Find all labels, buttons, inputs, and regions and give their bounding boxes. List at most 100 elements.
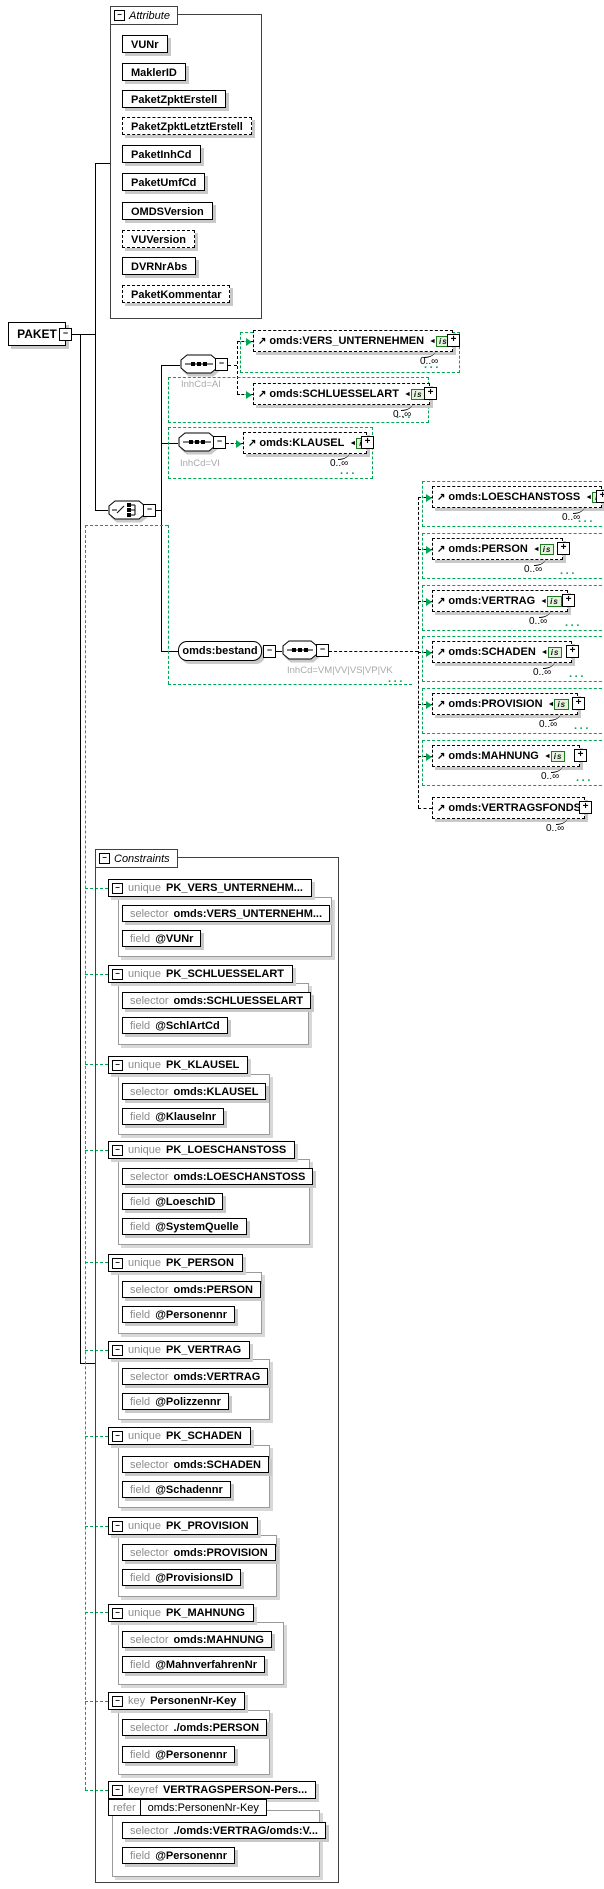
constraint-field[interactable]: field @LoeschID xyxy=(122,1193,224,1210)
sequence-connector-icon[interactable] xyxy=(178,432,216,452)
constraints-label-text: Constraints xyxy=(114,852,170,865)
constraint-refer-row[interactable]: refer omds:PersonenNr-Key xyxy=(108,1799,267,1816)
constraint-selector[interactable]: selector omds:SCHLUESSELART xyxy=(122,992,312,1009)
element-omds-vertragsfonds[interactable]: ↗ omds:VERTRAGSFONDS + xyxy=(432,797,592,825)
collapse-icon[interactable]: − xyxy=(112,1059,123,1071)
collapse-icon[interactable]: − xyxy=(112,1695,123,1707)
constraint-selector[interactable]: selector omds:SCHADEN xyxy=(122,1456,269,1473)
element-omds-bestand[interactable]: omds:bestand xyxy=(178,641,262,661)
substitution-group-rect xyxy=(168,427,373,479)
attribute-paketzpkterstell[interactable]: PaketZpktErstell xyxy=(122,90,227,108)
element-omds-person[interactable]: ↗ omds:PERSON ◄is + xyxy=(432,538,570,566)
choice-connector-icon[interactable] xyxy=(108,500,146,520)
constraint-header-pk-vertrag[interactable]: − unique PK_VERTRAG xyxy=(108,1341,251,1359)
element-omds-vers-unternehmen[interactable]: ↗ omds:VERS_UNTERNEHMEN ◄is + xyxy=(253,330,460,358)
element-name: omds:VERTRAG xyxy=(448,595,536,607)
collapse-icon[interactable]: − xyxy=(112,1607,123,1619)
element-omds-loeschanstoss[interactable]: ↗ omds:LOESCHANSTOSS ◄is + xyxy=(432,486,604,514)
collapse-icon[interactable]: − xyxy=(99,853,110,864)
constraint-selector[interactable]: selector omds:VERTRAG xyxy=(122,1368,269,1385)
collapse-icon[interactable]: − xyxy=(112,1344,123,1356)
constraint-selector[interactable]: selector omds:PERSON xyxy=(122,1281,261,1298)
constraint-header-pk-mahnung[interactable]: − unique PK_MAHNUNG xyxy=(108,1604,254,1622)
constraint-header-personennr-key[interactable]: − key PersonenNr-Key xyxy=(108,1692,246,1710)
constraint-field[interactable]: field @Personennr xyxy=(122,1847,236,1864)
sequence-connector-icon[interactable] xyxy=(180,354,218,374)
constraint-field[interactable]: field @Personennr xyxy=(122,1306,236,1323)
expand-icon[interactable]: + xyxy=(562,594,575,607)
constraint-field[interactable]: field @Klauselnr xyxy=(122,1108,225,1125)
constraint-selector[interactable]: selector ./omds:PERSON xyxy=(122,1719,268,1736)
root-element-paket[interactable]: PAKET xyxy=(8,322,66,346)
element-omds-provision[interactable]: ↗ omds:PROVISION ◄is + xyxy=(432,693,585,721)
element-omds-schaden[interactable]: ↗ omds:SCHADEN ◄is + xyxy=(432,641,579,669)
constraint-selector[interactable]: selector omds:PROVISION xyxy=(122,1544,276,1561)
optional-connector-line xyxy=(418,601,432,602)
expand-icon[interactable]: + xyxy=(566,645,579,658)
constraint-selector[interactable]: selector omds:LOESCHANSTOSS xyxy=(122,1168,314,1185)
collapse-icon[interactable]: − xyxy=(112,1257,123,1269)
constraint-header-pk-person[interactable]: − unique PK_PERSON xyxy=(108,1254,243,1272)
constraint-field[interactable]: field @ProvisionsID xyxy=(122,1569,242,1586)
collapse-icon[interactable]: − xyxy=(112,1430,123,1442)
constraint-field[interactable]: field @Schadennr xyxy=(122,1481,231,1498)
constraint-field[interactable]: field @Polizzennr xyxy=(122,1393,229,1410)
expand-icon[interactable]: + xyxy=(447,334,460,347)
collapse-icon[interactable]: − xyxy=(112,968,123,980)
expand-icon[interactable]: + xyxy=(596,490,604,503)
attribute-vuversion[interactable]: VUVersion xyxy=(122,230,196,248)
constraint-field[interactable]: field @MahnverfahrenNr xyxy=(122,1656,265,1673)
expand-icon[interactable]: + xyxy=(557,542,570,555)
expand-icon[interactable]: + xyxy=(361,436,374,449)
expand-icon[interactable]: + xyxy=(579,801,592,814)
attribute-paketzpktletzterstell[interactable]: PaketZpktLetztErstell xyxy=(122,117,252,135)
collapse-icon[interactable]: − xyxy=(112,882,123,894)
collapse-icon[interactable]: − xyxy=(112,1520,123,1532)
element-name: omds:VERTRAGSFONDS xyxy=(448,802,582,814)
collapse-icon[interactable]: − xyxy=(263,645,276,658)
constraint-header-vertragsperson-keyref[interactable]: − keyref VERTRAGSPERSON-Pers... xyxy=(108,1781,317,1799)
collapse-icon[interactable]: − xyxy=(114,10,125,21)
attribute-paketkommentar[interactable]: PaketKommentar xyxy=(122,285,231,303)
constraint-selector[interactable]: selector omds:VERS_UNTERNEHM... xyxy=(122,905,331,922)
selector-value: ./omds:PERSON xyxy=(173,1721,260,1734)
expand-icon[interactable]: + xyxy=(424,387,437,400)
element-omds-schluesselart[interactable]: ↗ omds:SCHLUESSELART ◄is + xyxy=(253,383,437,411)
attribute-maklerid[interactable]: MaklerID xyxy=(122,63,186,81)
collapse-icon[interactable]: − xyxy=(112,1144,123,1156)
constraint-header-pk-vers-unternehmen[interactable]: − unique PK_VERS_UNTERNEHM... xyxy=(108,879,312,897)
constraint-selector[interactable]: selector omds:MAHNUNG xyxy=(122,1631,272,1648)
sequence-connector-icon[interactable] xyxy=(282,640,318,660)
constraint-header-pk-schaden[interactable]: − unique PK_SCHADEN xyxy=(108,1427,251,1445)
attribute-paketinhcd[interactable]: PaketInhCd xyxy=(122,145,201,163)
expand-icon[interactable]: + xyxy=(572,697,585,710)
attribute-vunr[interactable]: VUNr xyxy=(122,35,168,53)
constraint-header-pk-klausel[interactable]: − unique PK_KLAUSEL xyxy=(108,1056,249,1074)
expand-icon[interactable]: + xyxy=(574,749,587,762)
constraint-field[interactable]: field @VUNr xyxy=(122,930,202,947)
attribute-omdsversion[interactable]: OMDSVersion xyxy=(122,202,213,220)
attribute-paketumfcd[interactable]: PaketUmfCd xyxy=(122,173,206,191)
constraint-header-pk-provision[interactable]: − unique PK_PROVISION xyxy=(108,1517,258,1535)
collapse-icon[interactable]: − xyxy=(112,1784,123,1796)
constraint-header-pk-schluesselart[interactable]: − unique PK_SCHLUESSELART xyxy=(108,965,294,983)
constraint-selector[interactable]: selector ./omds:VERTRAG/omds:V... xyxy=(122,1822,326,1839)
constraint-header-pk-loeschanstoss[interactable]: − unique PK_LOESCHANSTOSS xyxy=(108,1141,296,1159)
connector-line xyxy=(95,510,108,511)
constraint-selector[interactable]: selector omds:KLAUSEL xyxy=(122,1083,267,1100)
collapse-icon[interactable]: − xyxy=(59,328,72,341)
attribute-dvrnrabs[interactable]: DVRNrAbs xyxy=(122,257,197,275)
constraint-field[interactable]: field @Personennr xyxy=(122,1746,236,1763)
element-omds-mahnung[interactable]: ↗ omds:MAHNUNG ◄is + xyxy=(432,745,587,773)
element-omds-klausel[interactable]: ↗ omds:KLAUSEL ◄is + xyxy=(243,432,374,460)
substitution-group-rect xyxy=(422,481,604,527)
collapse-icon[interactable]: − xyxy=(316,644,329,657)
constraint-field[interactable]: field @SystemQuelle xyxy=(122,1218,247,1235)
collapse-icon[interactable]: − xyxy=(213,436,226,449)
constraint-field[interactable]: field @SchlArtCd xyxy=(122,1017,228,1034)
substitution-badge: ◄is xyxy=(540,595,562,607)
element-omds-vertrag[interactable]: ↗ omds:VERTRAG ◄is + xyxy=(432,590,575,618)
constraints-frame-label: − Constraints xyxy=(95,849,178,868)
collapse-icon[interactable]: − xyxy=(215,358,228,371)
collapse-icon[interactable]: − xyxy=(143,504,156,517)
